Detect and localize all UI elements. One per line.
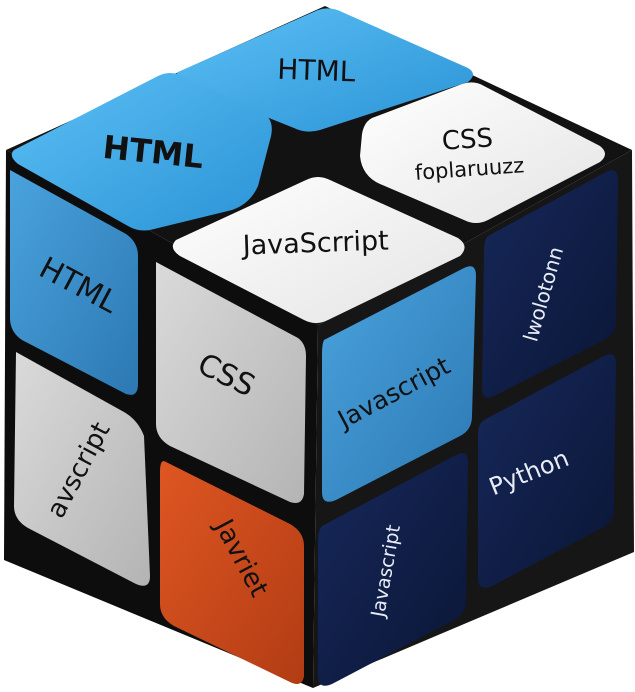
sticker-left-bottom-outer xyxy=(14,352,150,586)
sticker-top-right xyxy=(360,82,605,224)
sticker-top-back xyxy=(176,8,473,132)
label-top-back: HTML xyxy=(277,53,356,89)
sticker-top-left xyxy=(11,73,272,231)
sticker-left-top-inner xyxy=(156,262,306,503)
sticker-right-bottom-outer xyxy=(478,354,616,588)
top-face xyxy=(11,8,605,323)
sticker-right-top-outer xyxy=(482,170,618,398)
label-top-right-line1: CSS xyxy=(441,123,494,156)
sticker-top-front xyxy=(172,177,465,323)
sticker-right-top-inner xyxy=(322,266,476,502)
right-face xyxy=(318,170,618,686)
sticker-right-bottom-inner xyxy=(318,453,468,686)
left-face xyxy=(10,170,306,684)
sticker-left-top-outer xyxy=(10,170,138,395)
label-top-front: JavaScrript xyxy=(240,225,389,261)
sticker-left-bottom-inner xyxy=(160,461,304,684)
